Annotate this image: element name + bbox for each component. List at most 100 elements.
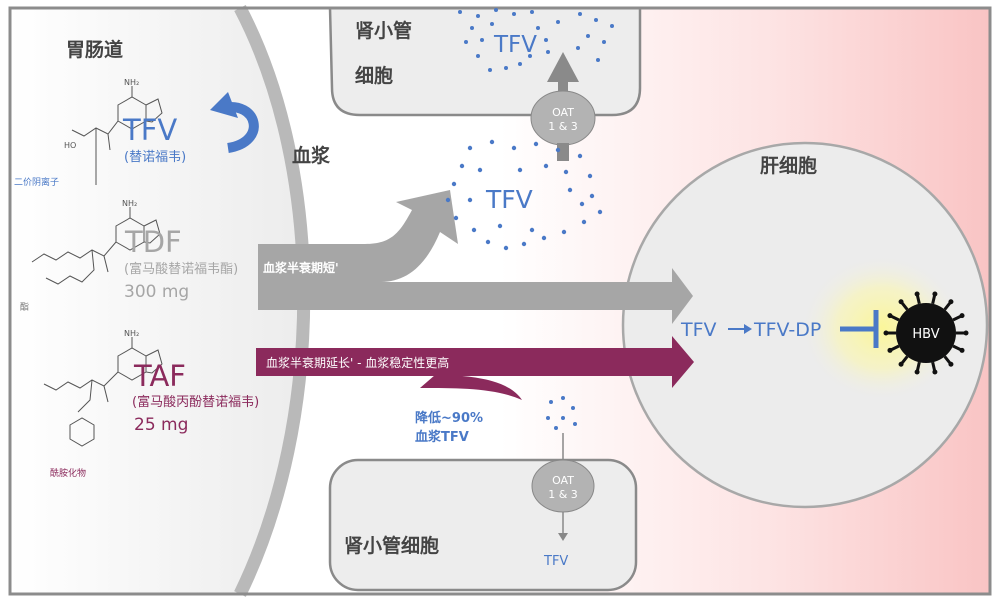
hbv-virus: [896, 303, 956, 363]
hbv-spike-tip: [932, 369, 938, 375]
tfv-dot: [573, 422, 577, 426]
hbv-spike-tip: [898, 361, 904, 367]
gi-tract-label: 胃肠道: [66, 38, 123, 61]
tfv-dot: [577, 153, 583, 159]
taf-half-life-text: 血浆半衰期延长' - 血浆稳定性更高: [266, 355, 449, 370]
taf-abbr: TAF: [133, 359, 186, 393]
tdf-nh2: NH₂: [122, 199, 137, 208]
tfv-dot: [589, 193, 595, 199]
tdf-name: (富马酸替诺福韦酯): [124, 261, 238, 277]
hbv-spike-tip: [898, 299, 904, 305]
tfv-dot: [561, 229, 567, 235]
tfv-dot: [464, 40, 468, 44]
hbv-spike-tip: [959, 347, 965, 353]
tfv-dot: [578, 12, 582, 16]
conversion-arrowhead: [744, 324, 752, 334]
hbv-label: HBV: [912, 327, 939, 342]
taf-arrow-tail: [420, 375, 522, 400]
hbv-spike-tip: [887, 313, 893, 319]
hbv-spike-tip: [963, 330, 969, 336]
tfv-dot: [494, 8, 498, 12]
tfv-dot: [490, 22, 494, 26]
tfv-dot: [504, 66, 508, 70]
tfv-dot: [586, 34, 590, 38]
tfv-dot: [458, 10, 462, 14]
oat-top-label-1: OAT: [552, 106, 574, 119]
tfv-dot: [571, 406, 575, 410]
tfv-dot: [445, 197, 451, 203]
tfv-dot: [529, 227, 535, 233]
tfv-dot: [470, 26, 474, 30]
tfv-dot: [587, 173, 593, 179]
tfv-dot: [467, 145, 473, 151]
tfv-dot: [563, 169, 569, 175]
tfv-dots-plasma: [445, 139, 603, 251]
taf-dose: 25 mg: [134, 415, 188, 435]
tfv-dot: [467, 197, 473, 203]
tfv-dot: [517, 167, 523, 173]
tfv-kidney-top-label: TFV: [493, 32, 537, 58]
tfv-dot: [561, 396, 565, 400]
dianion-label: 二价阴离子: [14, 176, 59, 188]
amidate-label: 酰胺化物: [50, 467, 86, 479]
hbv-spike-tip: [932, 291, 938, 297]
taf-arrow: [256, 336, 694, 388]
hbv-spike-tip: [883, 330, 889, 336]
tdf-abbr: TDF: [124, 225, 182, 259]
tfv-in-liver: TFV: [680, 319, 717, 341]
tfv-abbr: TFV: [122, 113, 177, 147]
tfv-dot: [536, 26, 540, 30]
kidney-bottom-label: 肾小管细胞: [344, 534, 439, 557]
reduction-note-2: 血浆TFV: [415, 429, 469, 445]
hbv-glow: [800, 254, 964, 402]
tfv-dot: [544, 38, 548, 42]
plasma-label: 血浆: [292, 144, 331, 167]
tfv-return-arrowhead: [210, 92, 238, 118]
hbv-spike-tip: [959, 313, 965, 319]
tfv-dot: [610, 24, 614, 28]
oat-bottom-label-1: OAT: [552, 474, 574, 487]
tdf-molecule: [31, 207, 161, 285]
tfv-dot: [556, 20, 560, 24]
reduction-note-1: 降低~90%: [415, 410, 483, 426]
tfv-dot: [546, 50, 550, 54]
tfv-dot: [596, 58, 600, 62]
kidney-top-label-1: 肾小管: [355, 19, 412, 42]
tfv-dot: [581, 219, 587, 225]
tfv-dot: [518, 62, 522, 66]
tfv-dp-label: TFV-DP: [753, 319, 821, 341]
tfv-dot: [477, 167, 483, 173]
hbv-spikes: [883, 291, 969, 375]
tfv-dot: [471, 227, 477, 233]
tfv-dots-kidney-top: [458, 8, 614, 72]
tfv-dot: [561, 416, 565, 420]
hbv-spike-tip: [914, 369, 920, 375]
tfv-dot: [528, 54, 532, 58]
tfv-kidney-bottom-label: TFV: [543, 554, 568, 569]
tfv-dot: [543, 163, 549, 169]
hbv-spike-tip: [887, 347, 893, 353]
hbv-spike-tip: [948, 299, 954, 305]
tfv-dot: [521, 241, 527, 247]
tdf-half-life-text: 血浆半衰期短': [263, 260, 339, 275]
tfv-dot: [485, 239, 491, 245]
oat-top-label-2: 1 & 3: [548, 120, 578, 133]
ester-label: 酯: [20, 302, 29, 313]
tfv-dot: [476, 54, 480, 58]
tfv-name: (替诺福韦): [124, 150, 186, 165]
tfv-dot: [511, 145, 517, 151]
tfv-dot: [533, 141, 539, 147]
tfv-dot: [476, 14, 480, 18]
tfv-molecule: [71, 86, 163, 185]
oat-bottom-label-2: 1 & 3: [548, 488, 578, 501]
tfv-dot: [503, 245, 509, 251]
tfv-dot: [597, 209, 603, 215]
tfv-dot: [554, 426, 558, 430]
tdf-dose: 300 mg: [124, 282, 189, 302]
tfv-dot: [555, 147, 561, 153]
kidney-top-label-2: 细胞: [355, 64, 393, 87]
tfv-dot: [480, 38, 484, 42]
tfv-dot: [489, 139, 495, 145]
taf-molecule: [43, 337, 163, 447]
tfv-dots-kidney-bottom: [546, 396, 577, 430]
